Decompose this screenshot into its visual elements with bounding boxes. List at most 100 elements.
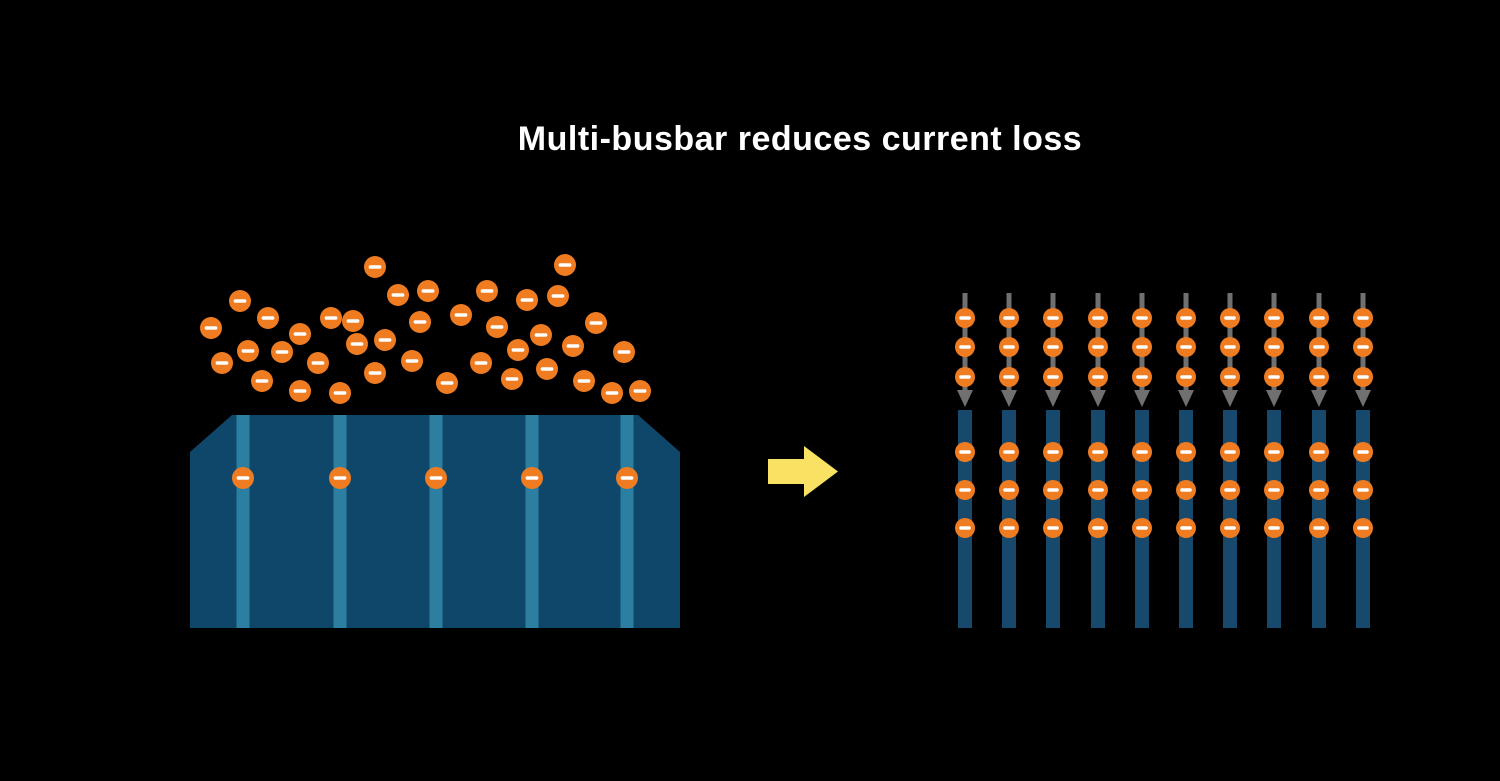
electron-icon <box>1264 308 1284 328</box>
electron-icon <box>1264 518 1284 538</box>
electron-icon <box>562 335 584 357</box>
electron-icon <box>999 308 1019 328</box>
electron-icon <box>955 367 975 387</box>
busbar-stripe <box>333 415 347 628</box>
multi-busbar-column <box>955 293 975 628</box>
electron-icon <box>1220 442 1240 462</box>
busbar-stripe <box>525 415 539 628</box>
electron-icon <box>507 339 529 361</box>
multi-busbar-column <box>1264 293 1284 628</box>
electron-icon <box>232 467 254 489</box>
transition-arrow-icon <box>768 446 838 497</box>
electron-icon <box>1088 480 1108 500</box>
electron-icon <box>320 307 342 329</box>
electron-icon <box>329 382 351 404</box>
electron-icon <box>1176 367 1196 387</box>
electron-icon <box>1220 367 1240 387</box>
electron-icon <box>1132 442 1152 462</box>
electron-icon <box>1088 518 1108 538</box>
electron-icon <box>237 340 259 362</box>
electron-icon <box>955 480 975 500</box>
electron-icon <box>1220 308 1240 328</box>
electron-icon <box>1088 337 1108 357</box>
electron-icon <box>1043 480 1063 500</box>
electron-icon <box>1309 337 1329 357</box>
electron-icon <box>999 480 1019 500</box>
electron-icon <box>536 358 558 380</box>
current-flow-arrowhead-icon <box>1222 390 1238 407</box>
electron-icon <box>999 367 1019 387</box>
electron-icon <box>1309 442 1329 462</box>
right-panel-multi-busbar <box>955 293 1373 628</box>
electron-icon <box>1220 337 1240 357</box>
electron-icon <box>1088 442 1108 462</box>
electron-icon <box>955 337 975 357</box>
electron-icon <box>307 352 329 374</box>
electron-icon <box>200 317 222 339</box>
electron-icon <box>409 311 431 333</box>
electron-icon <box>547 285 569 307</box>
electron-icon <box>1309 367 1329 387</box>
electron-icon <box>374 329 396 351</box>
electron-icon <box>1043 308 1063 328</box>
electron-icon <box>530 324 552 346</box>
electron-icon <box>955 442 975 462</box>
current-flow-arrowhead-icon <box>1266 390 1282 407</box>
electron-icon <box>229 290 251 312</box>
electron-icon <box>521 467 543 489</box>
electron-icon <box>1353 442 1373 462</box>
electron-icon <box>554 254 576 276</box>
electron-icon <box>585 312 607 334</box>
current-flow-arrowhead-icon <box>1311 390 1327 407</box>
electron-icon <box>1353 518 1373 538</box>
electron-cloud <box>200 254 651 404</box>
multi-busbar-column <box>1309 293 1329 628</box>
electron-icon <box>1043 518 1063 538</box>
electron-icon <box>501 368 523 390</box>
current-flow-arrowhead-icon <box>1134 390 1150 407</box>
electron-icon <box>1132 480 1152 500</box>
electron-icon <box>211 352 233 374</box>
busbar-stripe <box>236 415 250 628</box>
current-flow-arrowhead-icon <box>1045 390 1061 407</box>
electron-icon <box>613 341 635 363</box>
electron-icon <box>1176 480 1196 500</box>
busbar-stripe <box>429 415 443 628</box>
left-panel-single-cell <box>190 254 680 628</box>
electron-icon <box>401 350 423 372</box>
page-title: Multi-busbar reduces current loss <box>517 120 1083 158</box>
electron-icon <box>470 352 492 374</box>
electron-icon <box>601 382 623 404</box>
electron-icon <box>476 280 498 302</box>
electron-icon <box>629 380 651 402</box>
electron-icon <box>1264 337 1284 357</box>
electron-icon <box>1353 337 1373 357</box>
electron-icon <box>1353 308 1373 328</box>
current-flow-arrowhead-icon <box>1090 390 1106 407</box>
electron-icon <box>251 370 273 392</box>
electron-icon <box>342 310 364 332</box>
electron-icon <box>289 323 311 345</box>
electron-icon <box>573 370 595 392</box>
electron-icon <box>1264 480 1284 500</box>
electron-icon <box>1309 308 1329 328</box>
electron-icon <box>1176 442 1196 462</box>
electron-icon <box>999 337 1019 357</box>
busbar-stripe <box>620 415 634 628</box>
multi-busbar-column <box>1220 293 1240 628</box>
electron-icon <box>1353 480 1373 500</box>
multi-busbar-column <box>1088 293 1108 628</box>
electron-icon <box>346 333 368 355</box>
electron-icon <box>289 380 311 402</box>
electron-icon <box>1132 308 1152 328</box>
electron-icon <box>955 518 975 538</box>
electron-icon <box>1309 480 1329 500</box>
electron-icon <box>417 280 439 302</box>
multi-busbar-column <box>999 293 1019 628</box>
electron-icon <box>516 289 538 311</box>
electron-icon <box>1309 518 1329 538</box>
electron-icon <box>387 284 409 306</box>
multi-busbar-column <box>1176 293 1196 628</box>
